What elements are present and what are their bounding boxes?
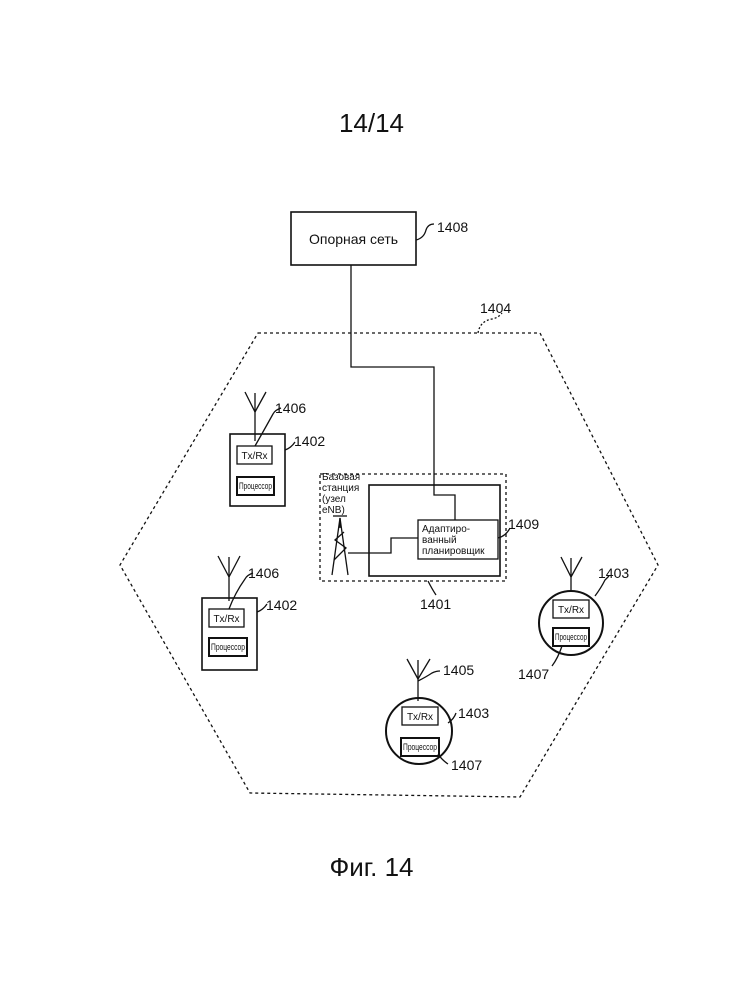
scheduler-label-3: планировщик (422, 546, 485, 557)
figure-caption: Фиг. 14 (0, 852, 743, 883)
tower-icon (332, 516, 348, 575)
base-station-label-2: станция (322, 483, 359, 494)
ref-1408: 1408 (437, 219, 468, 235)
circle-device-right-processor-ref: 1407 (518, 666, 549, 682)
base-station-label-4: eNB) (322, 505, 345, 516)
ref-1409: 1409 (508, 516, 539, 532)
ref-1404: 1404 (480, 300, 511, 316)
circle-device-bottom-txrx: Tx/Rx (407, 712, 433, 723)
rect-device-2-antenna-ref: 1406 (248, 565, 279, 581)
rect-device-1-antenna-ref: 1406 (275, 400, 306, 416)
circle-device-bottom-antenna-ref: 1405 (443, 662, 474, 678)
base-station-label-1: Базовая (322, 472, 360, 483)
core-network-label: Опорная сеть (309, 231, 398, 247)
core-link (351, 265, 455, 520)
rect-device-1-txrx: Tx/Rx (241, 451, 267, 462)
leader-1408 (416, 224, 434, 240)
ref-1401: 1401 (420, 596, 451, 612)
circle-device-bottom-processor-ref: 1407 (451, 757, 482, 773)
scheduler-label-1: Адаптиро- (422, 524, 470, 535)
circle-device-right-ref: 1403 (598, 565, 629, 581)
rect-device-2-processor: Процессор (211, 642, 245, 652)
circle-device-right-processor: Процессор (555, 632, 587, 642)
circle-device-bottom-ref: 1403 (458, 705, 489, 721)
rect-device-1-processor: Процессор (239, 481, 272, 491)
scheduler-label-2: ванный (422, 535, 457, 546)
leader-1401 (428, 581, 436, 595)
rect-device-1-ref: 1402 (294, 433, 325, 449)
leader-1404 (478, 313, 502, 333)
circle-device-right-txrx: Tx/Rx (558, 605, 584, 616)
rect-device-2-txrx: Tx/Rx (213, 614, 239, 625)
tower-link (348, 538, 418, 553)
base-station-label-3: (узел (322, 494, 346, 505)
circle-device-bottom-processor: Процессор (403, 742, 437, 752)
rect-device-2-ref: 1402 (266, 597, 297, 613)
